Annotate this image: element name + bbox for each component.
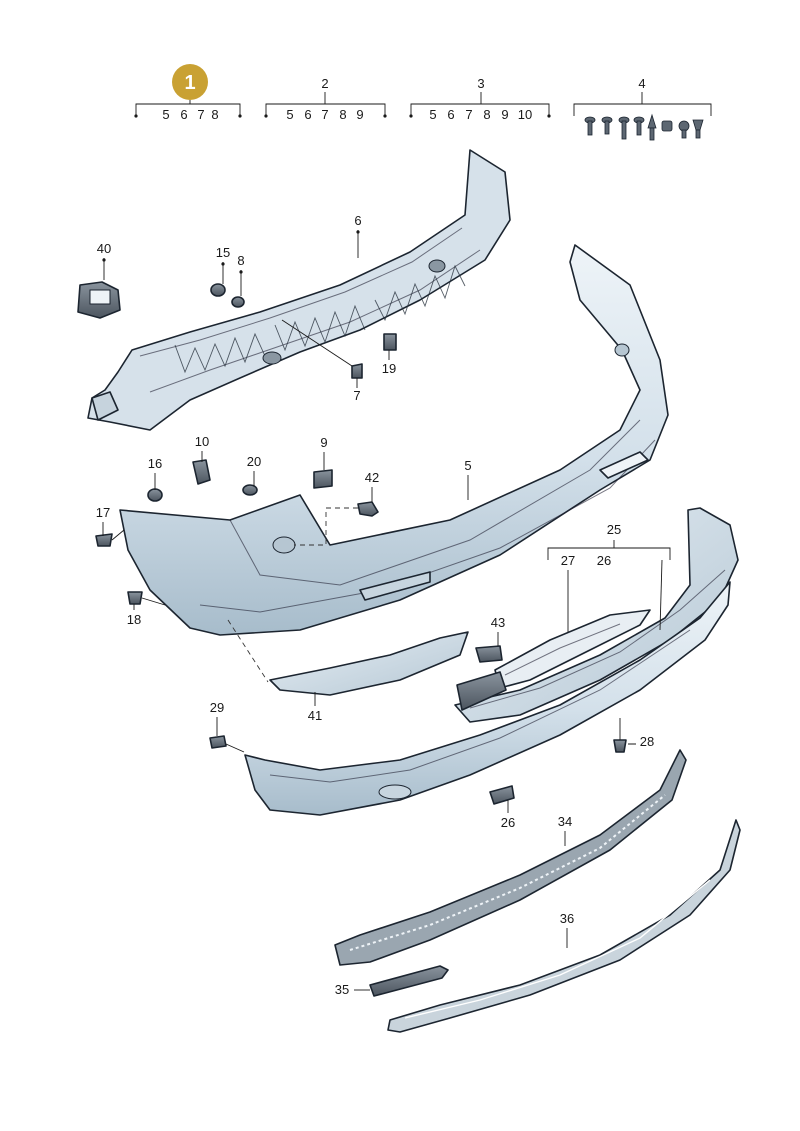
clip-icon: [647, 113, 657, 141]
group-2-label: 2: [321, 76, 328, 91]
callout: 41: [308, 708, 322, 723]
group-3-item: 10: [518, 107, 532, 122]
callout: 9: [320, 435, 327, 450]
group-1-badge-label: 1: [184, 72, 195, 94]
callout: 5: [464, 458, 471, 473]
clip-icon: [692, 119, 704, 139]
callout: 34: [558, 814, 572, 829]
group-4-label: 4: [638, 76, 645, 91]
screw-icon: [618, 116, 630, 140]
screw-icon: [601, 116, 613, 135]
small-insert: [369, 965, 449, 997]
callout: 25: [607, 522, 621, 537]
group-3-label: 3: [477, 76, 484, 91]
callout: 35: [335, 982, 349, 997]
callout: 36: [560, 911, 574, 926]
callout: 8: [237, 253, 244, 268]
rivet-icon: [678, 120, 690, 139]
group-3-item: 6: [447, 107, 454, 122]
group-2: 2 5 6 7 8 9: [264, 76, 387, 122]
callout: 17: [96, 505, 110, 520]
reflector-trim: [269, 631, 469, 696]
screw-set-icons: [584, 113, 704, 141]
callout: 42: [365, 470, 379, 485]
group-1-item: 7: [197, 107, 204, 122]
group-1-item: 6: [180, 107, 187, 122]
chrome-strip: [387, 819, 741, 1033]
grille-strip: [334, 749, 687, 966]
center-insert: [494, 609, 651, 689]
callout: 18: [127, 612, 141, 627]
callout: 29: [210, 700, 224, 715]
callout: 28: [640, 734, 654, 749]
bumper-carrier: [87, 149, 511, 431]
callout: 20: [247, 454, 261, 469]
group-1-item: 8: [211, 107, 218, 122]
group-3-item: 8: [483, 107, 490, 122]
group-4: 4: [573, 76, 712, 141]
group-1-item: 5: [162, 107, 169, 122]
callout: 43: [491, 615, 505, 630]
screw-icon: [633, 116, 645, 136]
group-2-item: 9: [356, 107, 363, 122]
group-1: 1 5 6 7 8: [134, 64, 242, 122]
rear-diffuser: [244, 581, 731, 816]
callout: 26: [501, 815, 515, 830]
callouts: 40 15 8 6 19 7 10 20 9 16 42 5 17 18 25 …: [96, 213, 671, 997]
callout: 19: [382, 361, 396, 376]
group-1-badge: [172, 64, 208, 100]
callout: 16: [148, 456, 162, 471]
group-3: 3 5 6 7 8 9 10: [409, 76, 551, 122]
group-2-item: 7: [321, 107, 328, 122]
bumper-cover: [119, 244, 669, 636]
group-2-item: 5: [286, 107, 293, 122]
callout: 6: [354, 213, 361, 228]
callout: 27: [561, 553, 575, 568]
callout: 7: [353, 388, 360, 403]
screw-icon: [584, 116, 596, 136]
group-3-item: 5: [429, 107, 436, 122]
nut-icon: [661, 120, 673, 132]
callout: 26: [597, 553, 611, 568]
callout: 40: [97, 241, 111, 256]
group-2-item: 6: [304, 107, 311, 122]
group-2-item: 8: [339, 107, 346, 122]
callout: 10: [195, 434, 209, 449]
group-3-item: 7: [465, 107, 472, 122]
callout: 15: [216, 245, 230, 260]
group-3-item: 9: [501, 107, 508, 122]
